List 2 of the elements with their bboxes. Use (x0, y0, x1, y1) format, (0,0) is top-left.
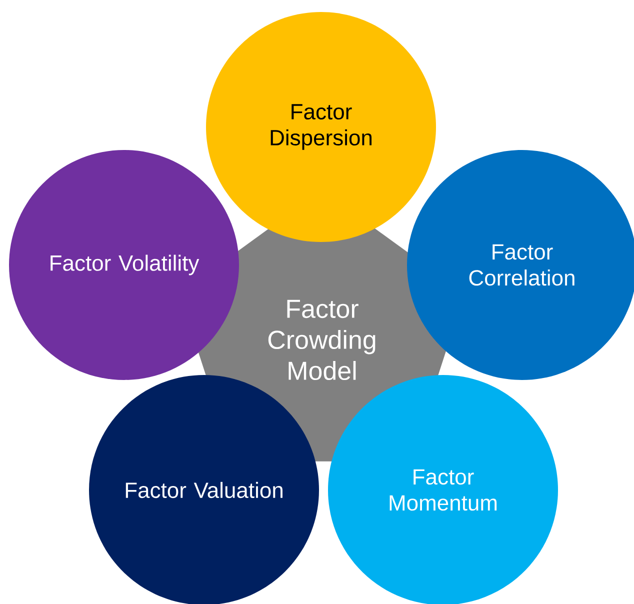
circle-node: Factor Dispersion (206, 12, 436, 242)
circle-node: Factor Volatility (9, 150, 239, 380)
